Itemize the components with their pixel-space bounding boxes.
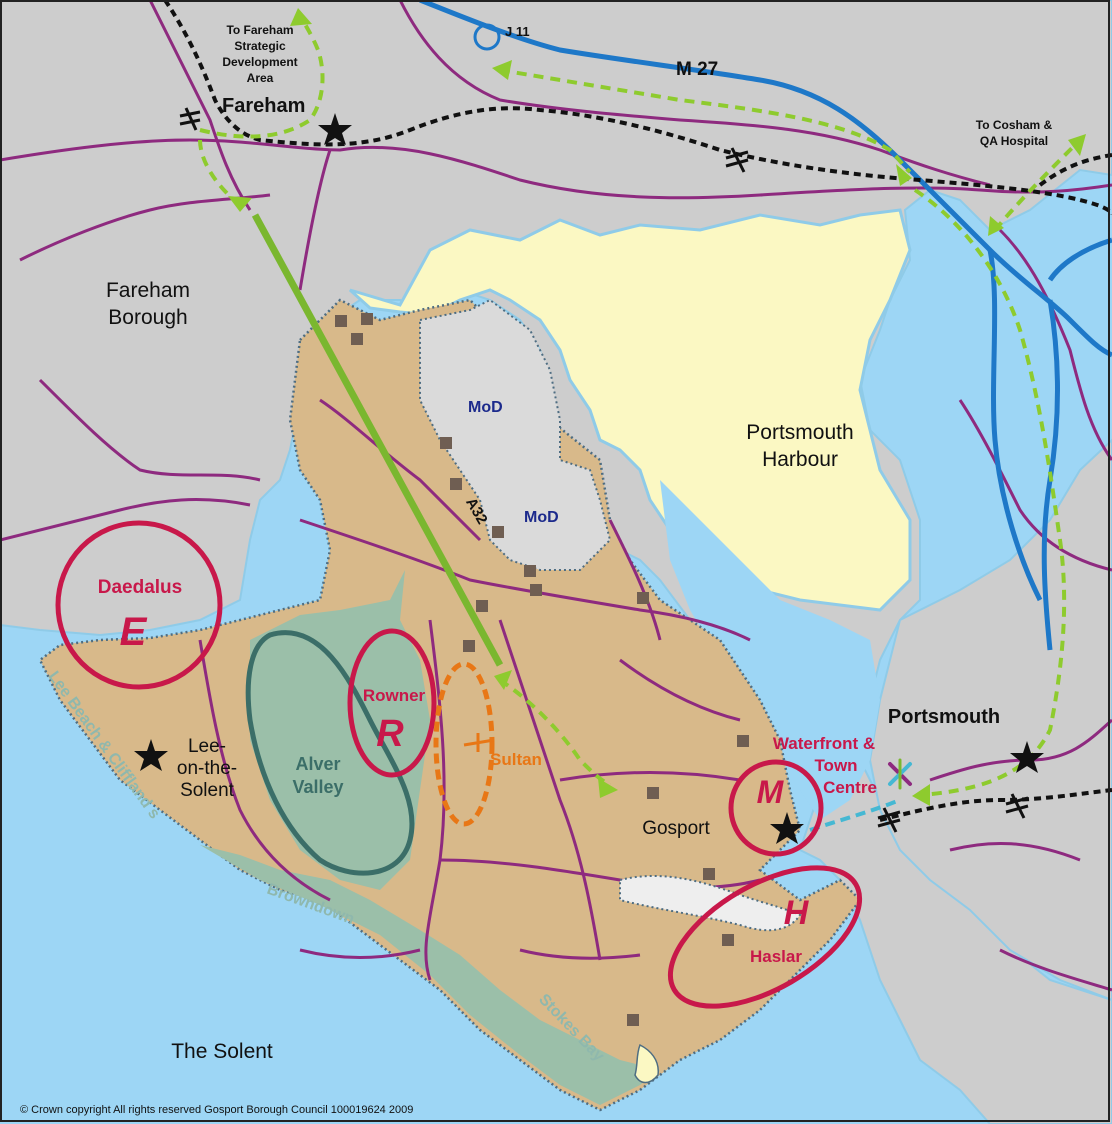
label-fareham-borough-2: Borough [108, 306, 187, 329]
rail-station-gosport-ferry [877, 807, 901, 833]
label-to-fareham-2: Strategic [234, 39, 286, 53]
transit-corridor [251, 213, 504, 667]
label-junction: J 11 [505, 24, 530, 39]
label-the-solent: The Solent [171, 1040, 273, 1063]
railway [163, 0, 1112, 822]
label-to-fareham-4: Area [247, 71, 274, 85]
label-harbour-1: Portsmouth [746, 421, 853, 444]
ferry-interchange-cross [888, 758, 912, 790]
zone-waterfront-ring [728, 759, 824, 857]
label-mod-1: MoD [468, 399, 503, 416]
label-fareham: Fareham [222, 95, 305, 117]
label-lee-1: Lee- [188, 736, 226, 757]
label-haslar: Haslar [750, 947, 802, 966]
label-lee-2: on-the- [177, 758, 237, 779]
zone-rowner-ring [347, 628, 437, 778]
label-daedalus: Daedalus [98, 577, 182, 598]
rail-station-east [725, 147, 749, 173]
letter-haslar: H [784, 894, 810, 932]
letter-waterfront: M [757, 774, 785, 810]
label-mod-2: MoD [524, 509, 559, 526]
star-gosport [770, 812, 804, 844]
label-to-cosham-2: QA Hospital [980, 134, 1048, 148]
label-portsmouth: Portsmouth [888, 706, 1000, 728]
alver-valley-green [250, 570, 430, 890]
alver-valley-outline [245, 630, 415, 876]
site-markers [335, 313, 749, 1026]
label-sultan: Sultan [490, 750, 542, 769]
junction-11-marker [473, 23, 501, 51]
zone-daedalus-ring [55, 520, 223, 690]
sultan-marker [463, 733, 495, 752]
label-fareham-borough-1: Fareham [106, 279, 190, 302]
label-waterfront-2: Town [814, 756, 857, 775]
label-to-fareham-1: To Fareham [226, 23, 293, 37]
rail-station-fareham [179, 107, 201, 131]
haslar-inlet [619, 875, 802, 932]
mod-land [419, 298, 612, 571]
label-to-fareham-3: Development [222, 55, 297, 69]
letter-daedalus: E [120, 610, 148, 654]
zone-sultan-ring [433, 661, 495, 827]
zone-haslar-ring [667, 865, 863, 1009]
stokes-bay-inlet [634, 1043, 659, 1084]
copyright-notice: © Crown copyright All rights reserved Go… [20, 1104, 413, 1116]
proposed-link-arrows [228, 8, 1086, 806]
label-waterfront-3: Centre [823, 778, 877, 797]
star-lee [134, 739, 168, 771]
label-lee-3: Solent [180, 780, 235, 801]
label-harbour-2: Harbour [762, 448, 838, 471]
harbour-channel [660, 480, 880, 820]
rail-station-portsmouth [1005, 793, 1029, 819]
harbour-water [348, 208, 912, 612]
label-waterfront-1: Waterfront & [773, 734, 875, 753]
star-portsmouth [1010, 741, 1044, 773]
star-fareham [318, 113, 352, 145]
label-alver-2: Valley [292, 777, 343, 797]
letter-rowner: R [376, 713, 404, 755]
label-to-cosham-1: To Cosham & [976, 118, 1053, 132]
label-gosport: Gosport [642, 818, 710, 839]
label-rowner: Rowner [363, 686, 426, 705]
label-motorway: M 27 [676, 59, 718, 80]
label-alver-1: Alver [295, 754, 340, 774]
centre-stars [134, 113, 1044, 844]
